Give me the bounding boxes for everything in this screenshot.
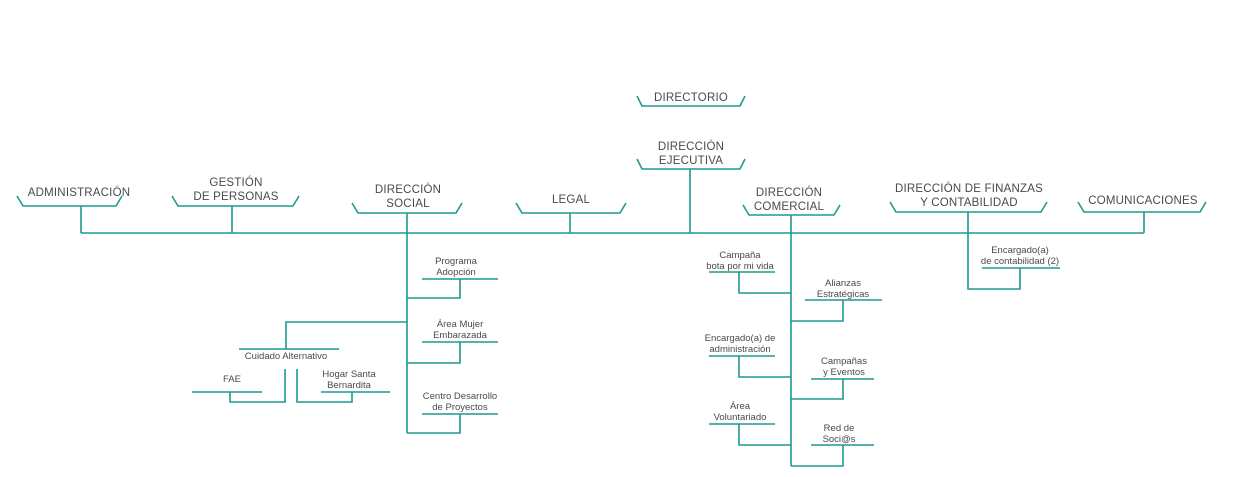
link-mujer (407, 341, 498, 364)
link-red (791, 444, 874, 467)
bracket-directorio (636, 95, 746, 107)
unit-centro-desarrollo: Centro Desarrollo de Proyectos (422, 391, 498, 413)
link-centro (407, 413, 498, 434)
unit-direccion-social: DIRECCIÓN SOCIAL (374, 184, 442, 210)
unit-hogar-santa-bernardita: Hogar Santa Bernardita (322, 369, 376, 391)
unit-campanas-eventos: Campañas y Eventos (821, 356, 867, 378)
link-fae (192, 369, 286, 403)
link-campana (709, 271, 791, 294)
link-hogar (296, 369, 390, 403)
unit-area-mujer: Área Mujer Embarazada (433, 319, 487, 341)
unit-direccion-finanzas: DIRECCIÓN DE FINANZAS Y CONTABILIDAD (895, 183, 1043, 209)
unit-alianzas: Alianzas Estratégicas (816, 278, 870, 300)
link-campanas-eventos (791, 378, 874, 400)
link-encargado-admin (709, 355, 791, 378)
unit-fae: FAE (223, 374, 241, 385)
unit-programa-adopcion: Programa Adopción (435, 256, 477, 278)
stems (80, 169, 1145, 233)
bracket-comunicaciones (1077, 201, 1207, 213)
unit-direccion-ejecutiva: DIRECCIÓN EJECUTIVA (657, 141, 725, 167)
bracket-legal (515, 202, 627, 214)
bracket-gestion (171, 195, 300, 207)
link-cuidado (239, 321, 407, 350)
link-voluntariado (709, 423, 791, 446)
unit-administracion: ADMINISTRACIÓN (27, 187, 131, 199)
unit-legal: LEGAL (551, 194, 591, 206)
unit-red-socios: Red de Soci@s (822, 423, 856, 445)
bracket-administracion (16, 195, 123, 207)
unit-encargado-administracion: Encargado(a) de administración (704, 333, 776, 355)
link-programa (407, 278, 498, 299)
bracket-ejecutiva (636, 158, 746, 170)
link-alianzas (791, 299, 882, 322)
unit-cuidado-alternativo: Cuidado Alternativo (244, 351, 328, 362)
unit-direccion-comercial: DIRECCIÓN COMERCIAL (753, 187, 825, 213)
unit-gestion-personas: GESTIÓN DE PERSONAS (193, 177, 279, 203)
unit-directorio: DIRECTORIO (654, 92, 728, 104)
unit-campana-bota: Campaña bota por mi vida (706, 250, 774, 272)
unit-comunicaciones: COMUNICACIONES (1088, 195, 1198, 207)
unit-area-voluntariado: Área Voluntariado (713, 401, 767, 423)
unit-encargado-contabilidad: Encargado(a) de contabilidad (2) (980, 245, 1060, 267)
link-contabilidad (967, 212, 1060, 290)
